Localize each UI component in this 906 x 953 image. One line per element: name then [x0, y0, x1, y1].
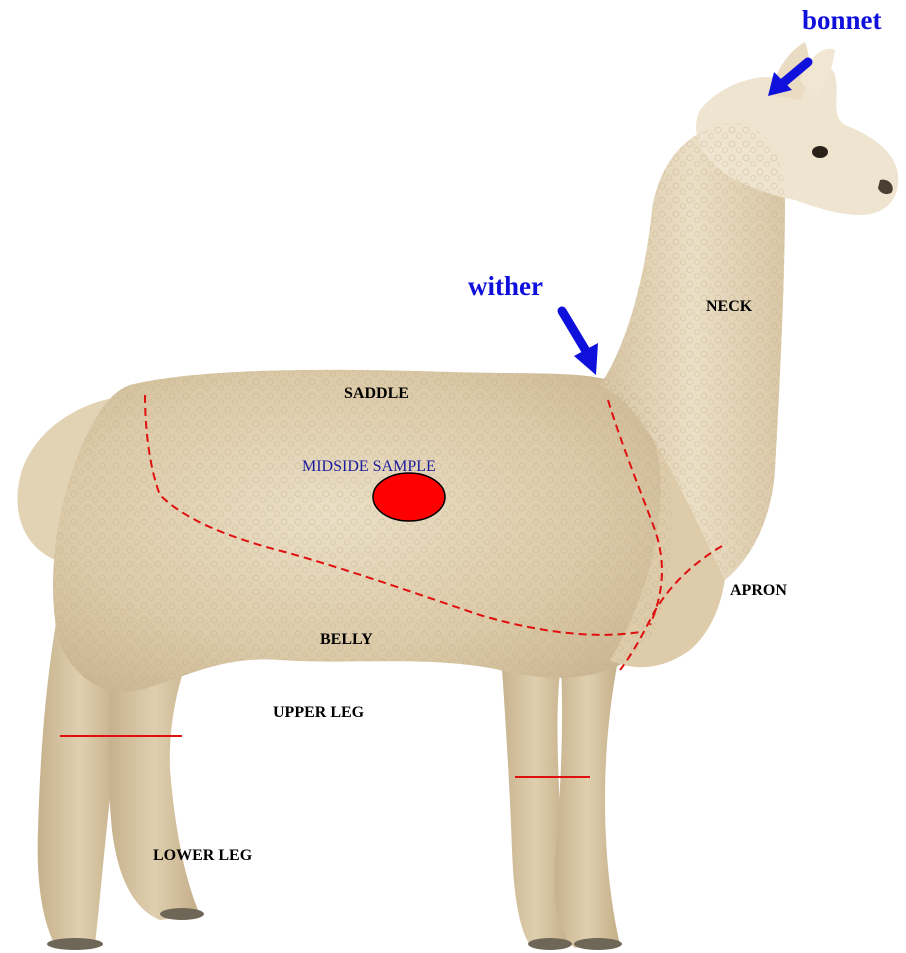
lower-leg-label: LOWER LEG — [153, 847, 252, 865]
bonnet-label: bonnet — [802, 5, 882, 36]
eye — [812, 146, 828, 158]
belly-label: BELLY — [320, 631, 373, 649]
hoof — [528, 938, 572, 950]
neck-label: NECK — [706, 298, 752, 316]
midside-sample-label: MIDSIDE SAMPLE — [302, 458, 436, 476]
hoof — [160, 908, 204, 920]
midside-sample-marker — [373, 473, 445, 521]
alpaca-silhouette — [17, 42, 898, 950]
wither-arrow-icon — [562, 311, 598, 375]
hoof — [47, 938, 103, 950]
hoof — [574, 938, 622, 950]
saddle-label: SADDLE — [344, 385, 409, 403]
wither-label: wither — [468, 271, 543, 302]
apron-label: APRON — [730, 582, 787, 600]
fore-leg-front — [554, 650, 620, 948]
upper-leg-label: UPPER LEG — [273, 704, 364, 722]
